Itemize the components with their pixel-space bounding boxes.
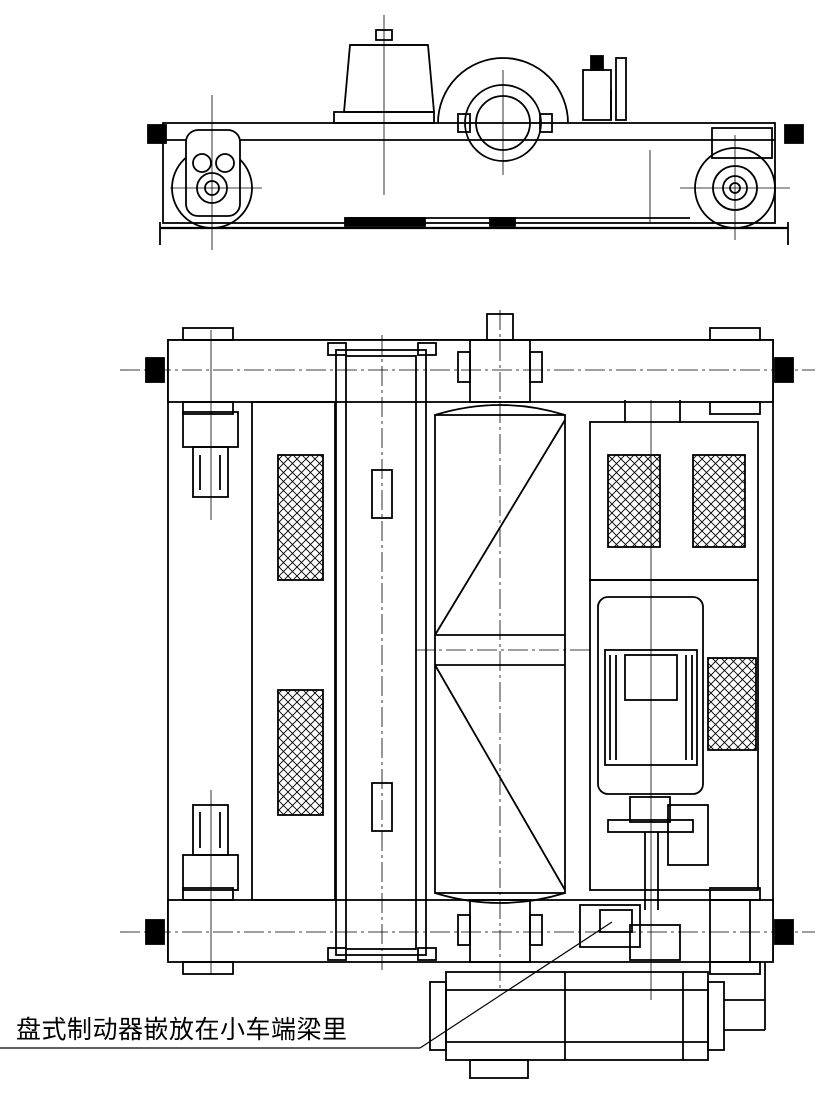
- pulley-beam: [327, 335, 437, 970]
- corner-wheels: [182, 327, 761, 975]
- disc-brake-callout-label: 盘式制动器嵌放在小车端梁里: [16, 1015, 348, 1044]
- right-wheel-assembly: [680, 127, 790, 240]
- left-wheel-assembly: [170, 95, 262, 250]
- hoist-motor: [597, 400, 704, 1000]
- rope-drum: [415, 310, 590, 990]
- reducer-gearbox: [429, 962, 766, 1079]
- trolley-plan-view: [0, 310, 815, 1079]
- left-travel-drive: [182, 330, 239, 975]
- motor-housing: [333, 15, 435, 195]
- drum-gear: [437, 57, 569, 175]
- limit-switch: [582, 55, 627, 121]
- disc-brake: [579, 904, 681, 961]
- trolley-side-view: [147, 15, 804, 250]
- callout-leader: [0, 921, 613, 1049]
